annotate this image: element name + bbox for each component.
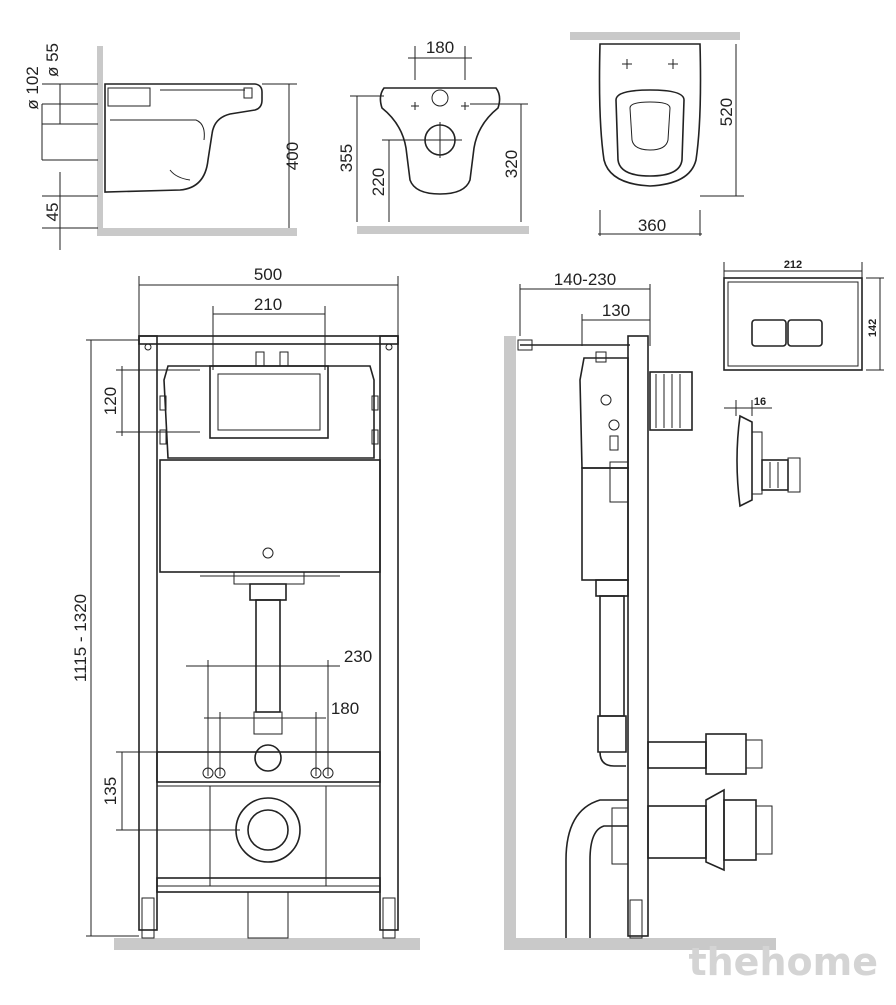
dim-355: 355 [337,144,356,172]
dim-220: 220 [369,168,388,196]
dim-stud-180: 180 [331,699,359,718]
dim-230: 230 [344,647,372,666]
frame-front-view: 500 210 120 [71,265,420,950]
dim-depth-140-230: 140-230 [554,270,616,289]
bowl-top-view: 520 360 [570,32,744,236]
dim-plate-height-142: 142 [867,319,879,337]
dim-bowl-height: 400 [283,142,302,170]
dim-plate-opening-210: 210 [254,295,282,314]
dim-bolt-spacing-180: 180 [426,38,454,57]
bowl-side-view: 400 ø 55 ø 102 45 [23,43,302,250]
frame-side-view: 140-230 130 [504,270,776,950]
dim-320: 320 [502,150,521,178]
dim-135: 135 [101,777,120,805]
dim-plate-width-212: 212 [784,259,802,271]
dim-frame-width-500: 500 [254,265,282,284]
dim-floor-45: 45 [43,203,62,222]
watermark: thehome [688,940,878,984]
dim-120: 120 [101,387,120,415]
dim-outlet-102: ø 102 [23,66,42,109]
dim-outlet-55: ø 55 [43,43,62,77]
dim-bowl-width-360: 360 [638,216,666,235]
flush-plate-view: 212 142 16 [723,259,884,508]
dim-plate-depth-16: 16 [754,396,766,408]
dim-frame-height: 1115 - 1320 [71,594,90,682]
dim-bowl-length-520: 520 [717,98,736,126]
bowl-back-view: 180 355 220 320 [337,38,529,234]
dim-130: 130 [602,301,630,320]
